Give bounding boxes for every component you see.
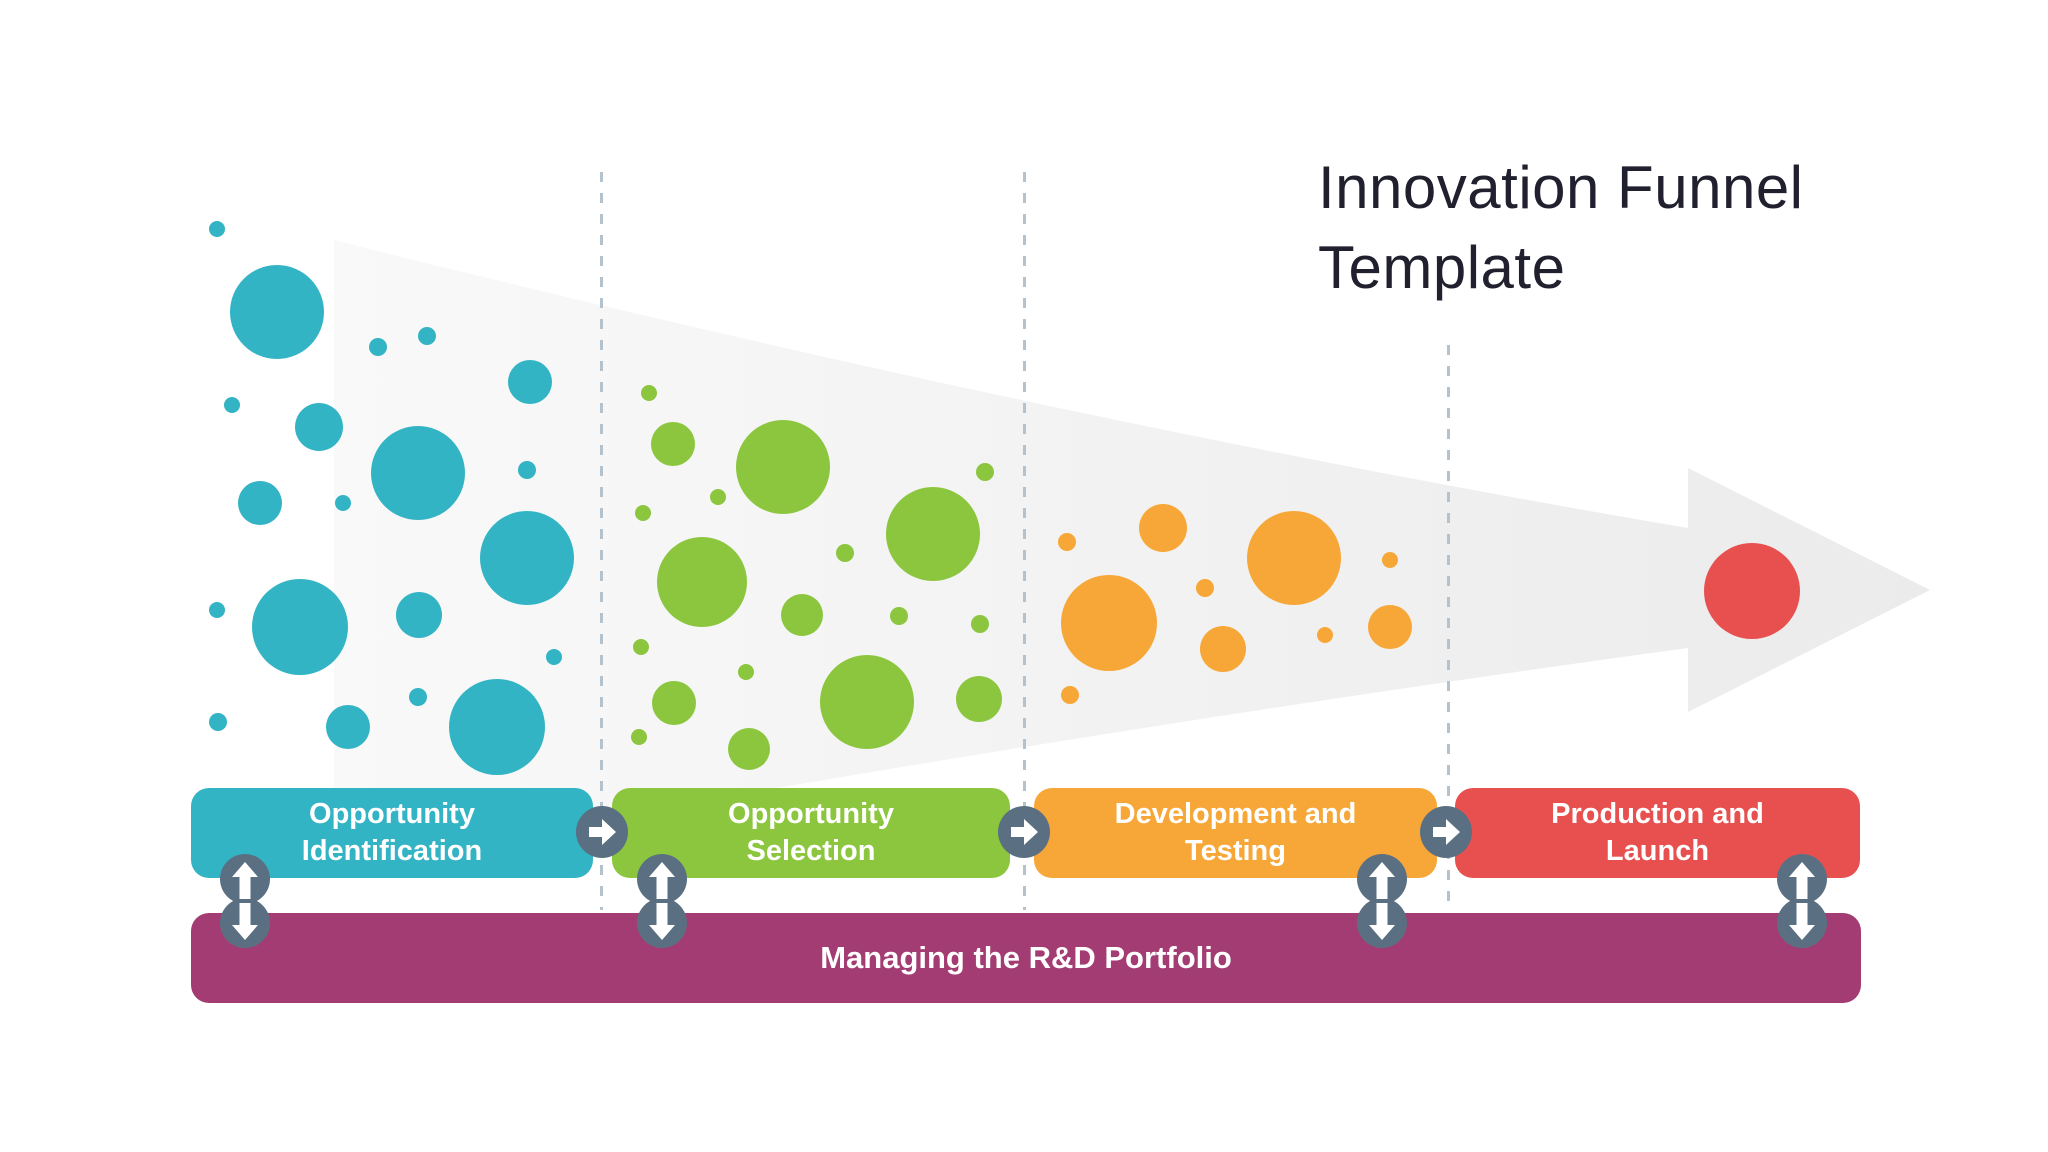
idea-dot	[657, 537, 747, 627]
idea-dot	[1058, 533, 1076, 551]
idea-dot	[886, 487, 980, 581]
idea-dot	[546, 649, 562, 665]
idea-dot	[224, 397, 240, 413]
idea-dot	[1200, 626, 1246, 672]
idea-dot	[295, 403, 343, 451]
idea-dot	[480, 511, 574, 605]
idea-dot	[820, 655, 914, 749]
idea-dot	[209, 602, 225, 618]
idea-dot	[956, 676, 1002, 722]
idea-dot	[409, 688, 427, 706]
idea-dot	[631, 729, 647, 745]
idea-dot	[971, 615, 989, 633]
idea-dot	[651, 422, 695, 466]
idea-dot	[518, 461, 536, 479]
two-way-arrow-icon	[1776, 854, 1828, 948]
stage-label: Opportunity Selection	[728, 796, 894, 870]
idea-dot	[633, 639, 649, 655]
idea-dot	[508, 360, 552, 404]
page-title: Innovation Funnel Template	[1318, 148, 1804, 308]
funnel-arrow-shape	[334, 240, 1930, 866]
portfolio-bar: Managing the R&D Portfolio	[191, 913, 1861, 1003]
idea-dot	[710, 489, 726, 505]
idea-dot	[781, 594, 823, 636]
idea-dot	[1061, 575, 1157, 671]
stage-label-line1: Opportunity	[309, 798, 475, 830]
two-way-arrow-icon	[219, 854, 271, 948]
idea-dot	[976, 463, 994, 481]
idea-dot	[326, 705, 370, 749]
flow-arrow-icon	[576, 806, 628, 858]
idea-dot	[1368, 605, 1412, 649]
stage-label-line1: Development and	[1114, 798, 1357, 830]
stage-label-line2: Testing	[1185, 835, 1286, 867]
stage-label-line2: Launch	[1605, 835, 1710, 867]
idea-dot	[1317, 627, 1333, 643]
idea-dot	[1139, 504, 1187, 552]
stage-divider-line	[1023, 172, 1026, 910]
idea-dot	[396, 592, 442, 638]
idea-dot	[252, 579, 348, 675]
stage-label-line1: Opportunity	[728, 798, 894, 830]
idea-dot	[238, 481, 282, 525]
idea-dot	[728, 728, 770, 770]
flow-arrow-icon	[1420, 806, 1472, 858]
stage-label: Production and Launch	[1551, 796, 1764, 870]
idea-dot	[836, 544, 854, 562]
portfolio-bar-label: Managing the R&D Portfolio	[820, 940, 1232, 975]
idea-dot	[1247, 511, 1341, 605]
stage-label-line2: Selection	[746, 835, 876, 867]
stage-bar-development-and-testing: Development and Testing	[1034, 788, 1437, 878]
idea-dot	[738, 664, 754, 680]
idea-dot	[736, 420, 830, 514]
idea-dot	[635, 505, 651, 521]
idea-dot	[641, 385, 657, 401]
stage-divider-line	[600, 172, 603, 910]
idea-dot	[418, 327, 436, 345]
idea-dot	[369, 338, 387, 356]
idea-dot	[890, 607, 908, 625]
idea-dot	[209, 713, 227, 731]
idea-dot	[230, 265, 324, 359]
idea-dot	[449, 679, 545, 775]
flow-arrow-icon	[998, 806, 1050, 858]
idea-dot	[1382, 552, 1398, 568]
two-way-arrow-icon	[1356, 854, 1408, 948]
idea-dot	[1061, 686, 1079, 704]
idea-dot	[371, 426, 465, 520]
idea-dot	[1704, 543, 1800, 639]
idea-dot	[652, 681, 696, 725]
stage-label: Development and Testing	[1115, 796, 1357, 870]
stage-label-line2: Identification	[301, 835, 483, 867]
idea-dot	[209, 221, 225, 237]
page-title-line1: Innovation Funnel	[1318, 154, 1804, 221]
page-title-line2: Template	[1318, 234, 1566, 301]
idea-dot	[1196, 579, 1214, 597]
stage-label: Opportunity Identification	[302, 796, 482, 870]
stage-divider-line	[1447, 345, 1450, 910]
two-way-arrow-icon	[636, 854, 688, 948]
idea-dot	[335, 495, 351, 511]
stage-label-line1: Production and	[1551, 798, 1764, 830]
